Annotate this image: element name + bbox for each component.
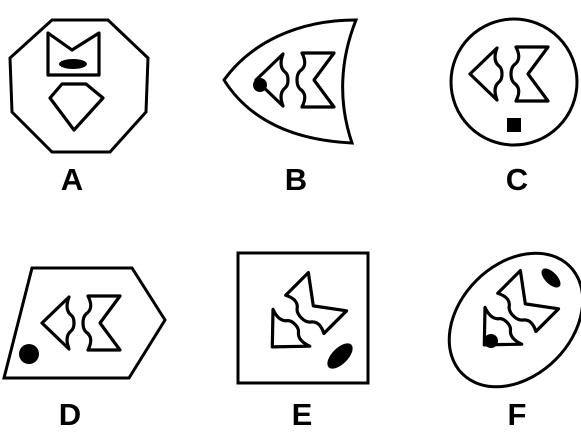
figure-b-circle-marker: [253, 78, 267, 92]
figure-f-label: F: [508, 397, 527, 432]
figure-d-circle-marker: [19, 344, 39, 364]
figure-a-glyph: [48, 33, 103, 130]
figure-b-outline: [224, 20, 356, 143]
figure-e-ellipse-marker: [323, 339, 357, 373]
figure-c-square-marker: [507, 118, 521, 132]
figure-c: C: [451, 19, 577, 197]
figure-c-label: C: [506, 162, 528, 197]
figure-d: D: [4, 268, 165, 432]
figure-f-circle-marker: [484, 334, 498, 348]
figure-f-ellipse-marker: [538, 265, 563, 290]
figure-a: A: [10, 20, 148, 197]
figure-e-label: E: [292, 397, 313, 432]
figure-a-ellipse-marker: [59, 59, 87, 69]
figure-e: E: [238, 253, 368, 432]
figure-a-outline: [10, 20, 148, 152]
figure-a-label: A: [61, 162, 83, 197]
figure-b: B: [224, 20, 356, 197]
figure-d-label: D: [59, 397, 81, 432]
figure-f: F: [423, 227, 581, 432]
figure-b-label: B: [285, 162, 307, 197]
